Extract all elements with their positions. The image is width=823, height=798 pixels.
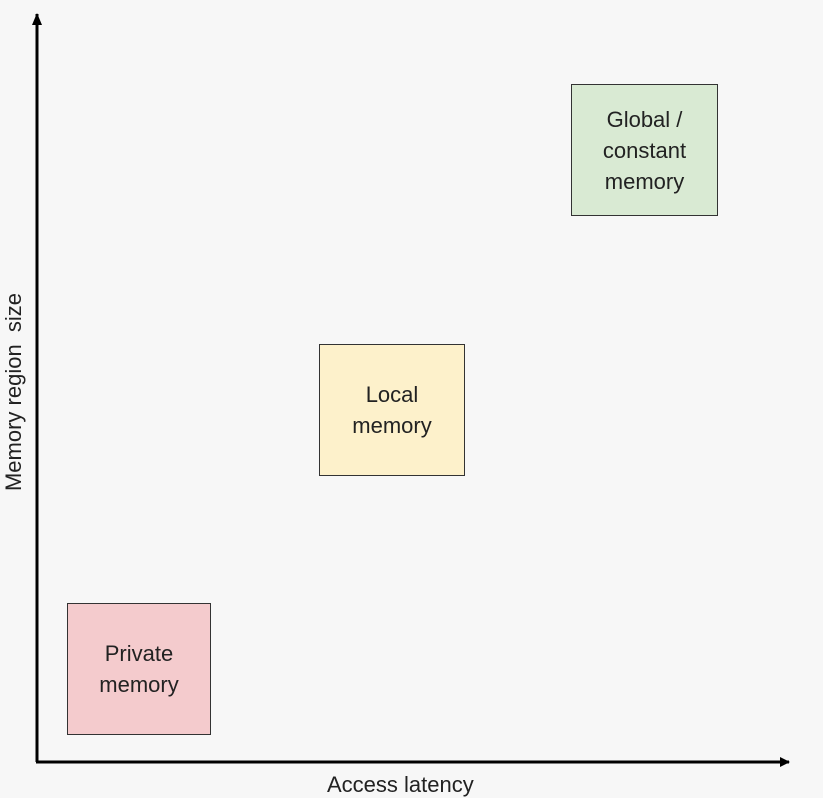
private-memory-label: Private memory <box>99 641 179 697</box>
private-memory-box: Private memory <box>67 603 211 735</box>
global-constant-memory-label: Global / constant memory <box>602 106 687 194</box>
y-axis-label: Memory region size <box>1 292 27 492</box>
local-memory-label: Local memory <box>352 382 432 438</box>
x-axis-label: Access latency <box>327 772 474 797</box>
local-memory-box: Local memory <box>319 344 465 476</box>
global-constant-memory-box: Global / constant memory <box>571 84 718 216</box>
